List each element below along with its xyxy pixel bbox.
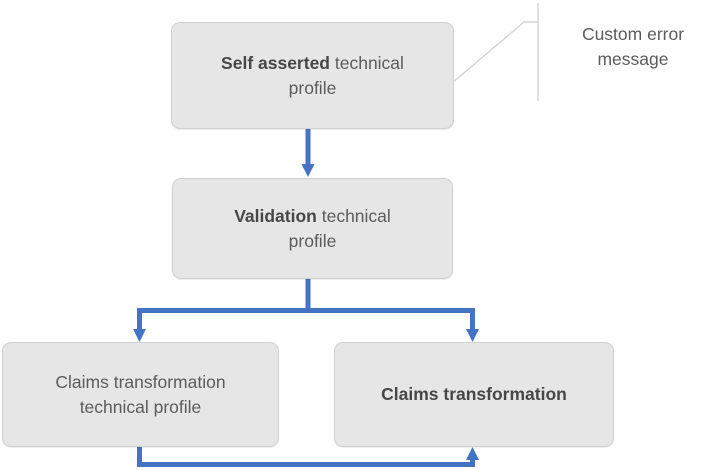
- custom-error-message-callout: Custom error message: [581, 24, 685, 70]
- node-validation-technical-profile[interactable]: Validation technical profile: [172, 178, 453, 279]
- node-claims-transformation-technical-profile[interactable]: Claims transformation technical profile: [2, 342, 279, 447]
- callout-leader-line: [451, 3, 539, 101]
- node-label: Claims transformation: [381, 384, 567, 405]
- node-claims-transformation[interactable]: Claims transformation: [334, 342, 614, 447]
- node-label: Self asserted technical profile: [221, 52, 404, 98]
- arrow-self-asserted-to-validation: [301, 129, 315, 177]
- node-label: Claims transformation technical profile: [55, 371, 226, 417]
- arrow-bottom-loop: [137, 447, 479, 467]
- arrow-validation-split: [133, 279, 479, 342]
- node-self-asserted-technical-profile[interactable]: Self asserted technical profile: [171, 22, 454, 129]
- node-label: Validation technical profile: [234, 205, 391, 251]
